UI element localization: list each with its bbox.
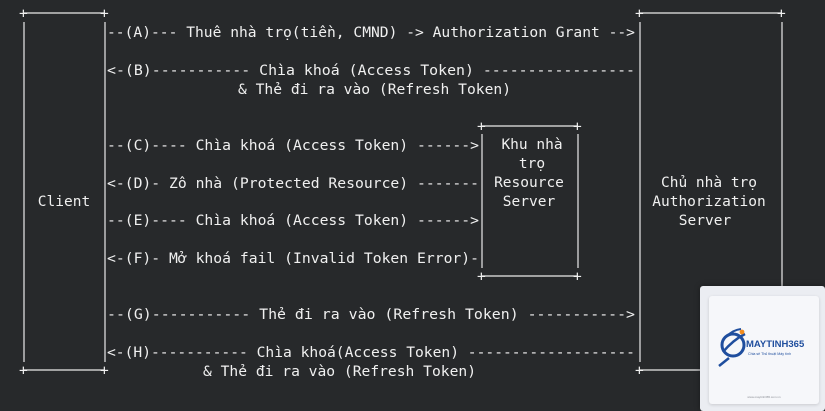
svg-text:+: + bbox=[477, 269, 486, 285]
message-f: <-(F)- Mở khoá fail (Invalid Token Error… bbox=[107, 251, 479, 267]
svg-text:+: + bbox=[477, 119, 486, 135]
maytinh365-logo: MAYTINH365 Chia sẻ Thủ thuật Máy tính ww… bbox=[718, 328, 805, 399]
authorization-server-label-line: Server bbox=[679, 213, 732, 229]
message-h-continued: & Thẻ đi ra vào (Refresh Token) bbox=[203, 364, 476, 380]
svg-text:+: + bbox=[100, 363, 109, 379]
watermark-card: MAYTINH365 Chia sẻ Thủ thuật Máy tính ww… bbox=[709, 296, 819, 404]
svg-text:+: + bbox=[635, 363, 644, 379]
svg-text:+: + bbox=[19, 6, 28, 22]
resource-server-label: Khu nhà trọ Resource Server bbox=[494, 137, 564, 210]
resource-server-label-line: Resource bbox=[494, 175, 564, 191]
resource-server-box: + + + + bbox=[477, 119, 582, 285]
watermark-tagline: Chia sẻ Thủ thuật Máy tính bbox=[748, 352, 791, 356]
svg-text:+: + bbox=[573, 269, 582, 285]
svg-text:+: + bbox=[573, 119, 582, 135]
resource-server-label-line: trọ bbox=[519, 156, 545, 172]
message-a: --(A)--- Thuê nhà trọ(tiền, CMND) -> Aut… bbox=[107, 25, 635, 41]
authorization-server-label: Chủ nhà trọ Authorization Server bbox=[652, 175, 766, 229]
watermark-footer: www.maytinh365.com.vn bbox=[747, 395, 781, 399]
svg-text:+: + bbox=[635, 6, 644, 22]
resource-server-label-line: Khu nhà bbox=[501, 137, 562, 153]
client-label: Client bbox=[38, 194, 90, 210]
watermark-brand: MAYTINH365 bbox=[746, 339, 805, 350]
watermark-logo: MAYTINH365 Chia sẻ Thủ thuật Máy tính ww… bbox=[700, 286, 825, 411]
svg-text:+: + bbox=[19, 363, 28, 379]
resource-server-label-line: Server bbox=[503, 194, 556, 210]
message-h: <-(H)----------- Chìa khoá(Access Token)… bbox=[107, 345, 635, 361]
message-e: --(E)---- Chìa khoá (Access Token) -----… bbox=[107, 213, 479, 229]
client-box: + + + + bbox=[19, 6, 109, 379]
message-b-continued: & Thẻ đi ra vào (Refresh Token) bbox=[238, 82, 511, 98]
message-b: <-(B)----------- Chìa khoá (Access Token… bbox=[107, 63, 635, 79]
globe-icon bbox=[718, 328, 746, 367]
message-d: <-(D)- Zô nhà (Protected Resource) -----… bbox=[107, 176, 479, 192]
authorization-server-label-line: Authorization bbox=[652, 194, 766, 210]
svg-text:+: + bbox=[777, 6, 786, 22]
authorization-server-label-line: Chủ nhà trọ bbox=[661, 175, 757, 191]
message-g: --(G)----------- Thẻ đi ra vào (Refresh … bbox=[107, 307, 635, 323]
svg-text:+: + bbox=[100, 6, 109, 22]
message-c: --(C)---- Chìa khoá (Access Token) -----… bbox=[107, 138, 479, 154]
